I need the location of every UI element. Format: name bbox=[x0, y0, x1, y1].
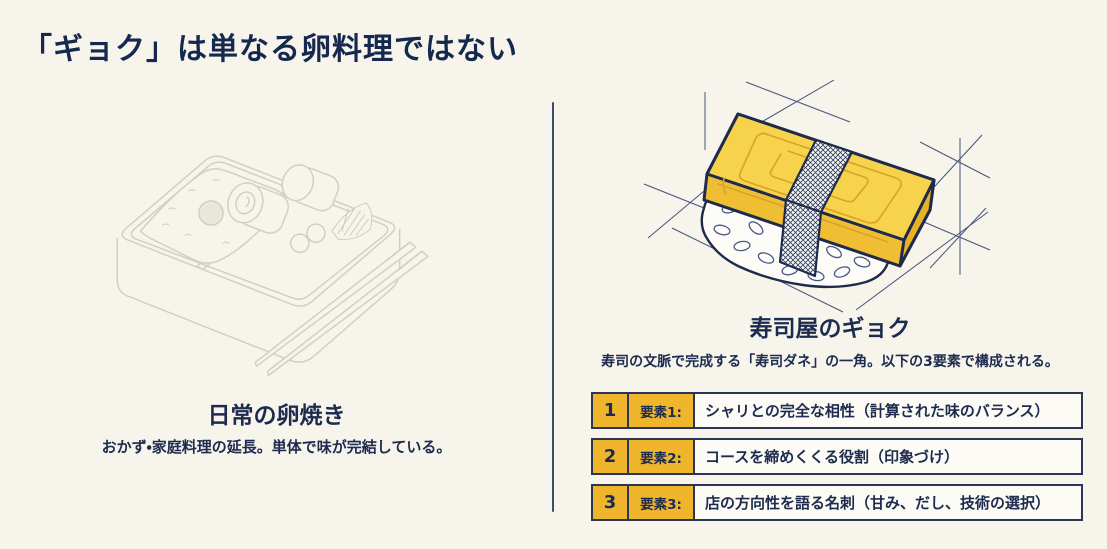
element-number-badge: 1 bbox=[593, 394, 629, 427]
element-label-badge: 要素1: bbox=[629, 394, 695, 427]
element-row-2: 2 要素2: コースを締めくくる役割（印象づけ） bbox=[591, 438, 1083, 475]
tamagoyaki-roll-front bbox=[226, 182, 290, 234]
element-row-3: 3 要素3: 店の方向性を語る名刺（甘み、だし、技術の選択） bbox=[591, 484, 1083, 521]
side-item bbox=[289, 233, 310, 254]
bento-box-illustration bbox=[116, 155, 429, 377]
chopstick bbox=[266, 250, 429, 377]
right-heading: 寿司屋のギョク bbox=[749, 316, 911, 342]
umeboshi bbox=[198, 200, 224, 226]
element-label-badge: 要素3: bbox=[629, 486, 695, 519]
element-number-badge: 2 bbox=[593, 440, 629, 473]
tamagoyaki-roll-back bbox=[281, 164, 340, 212]
tamago-nigiri-illustration bbox=[643, 80, 991, 313]
element-row-1: 1 要素1: シャリとの完全な相性（計算された味のバランス） bbox=[591, 392, 1083, 429]
construction-lines bbox=[643, 80, 991, 313]
side-item bbox=[306, 223, 326, 243]
element-number-badge: 3 bbox=[593, 486, 629, 519]
element-text: 店の方向性を語る名刺（甘み、だし、技術の選択） bbox=[705, 494, 1051, 512]
element-text: コースを締めくくる役割（印象づけ） bbox=[705, 448, 959, 466]
left-heading: 日常の卵焼き bbox=[207, 403, 346, 429]
element-label-badge: 要素2: bbox=[629, 440, 695, 473]
element-text: シャリとの完全な相性（計算された味のバランス） bbox=[705, 402, 1050, 420]
page-title: 「ギョク」は単なる卵料理ではない bbox=[22, 32, 518, 67]
left-description: おかず・家庭料理の延長。単体で味が完結している。 bbox=[101, 438, 452, 456]
chopstick bbox=[254, 241, 417, 368]
nori-band-front bbox=[778, 198, 823, 278]
element-list: 1 要素1: シャリとの完全な相性（計算された味のバランス） 2 要素2: コー… bbox=[591, 392, 1083, 530]
shredded-garnish bbox=[331, 202, 373, 241]
vertical-divider bbox=[552, 102, 554, 512]
right-description: 寿司の文脈で完成する「寿司ダネ」の一角。以下の3要素で構成される。 bbox=[601, 354, 1059, 370]
